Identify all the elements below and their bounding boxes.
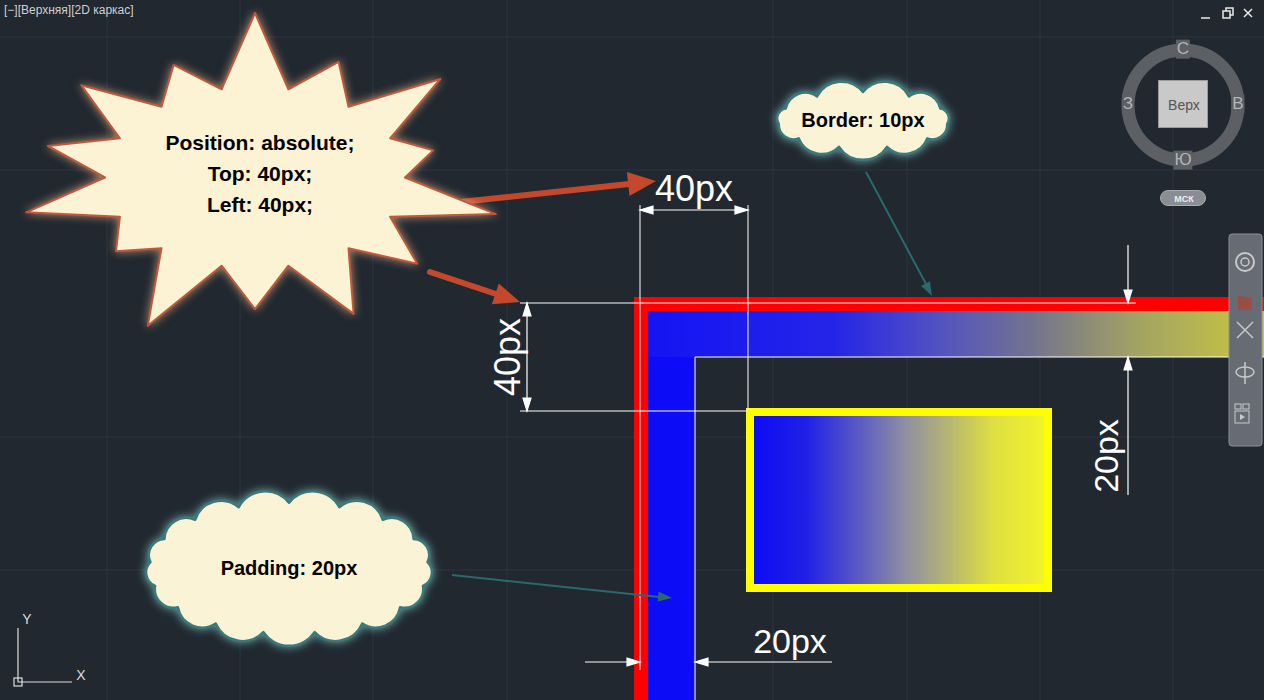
dimension-label: 20px	[753, 623, 827, 660]
dimension-arrow	[1124, 290, 1132, 303]
ucs-origin	[14, 678, 22, 686]
leader-line	[866, 172, 926, 284]
compass-letter: З	[1122, 95, 1134, 114]
leader-head	[658, 592, 672, 602]
extension-line	[520, 303, 1136, 304]
dimension-arrow	[1124, 357, 1132, 370]
star-pointers	[430, 172, 656, 304]
border-band	[634, 297, 1264, 700]
dimension-arrow	[627, 658, 640, 666]
viewcube-ring	[1128, 50, 1238, 160]
dimension-arrow	[695, 658, 708, 666]
star-shape	[26, 13, 496, 326]
extension-line	[640, 205, 641, 670]
toolbar-icon	[1238, 296, 1252, 310]
callout-text: Position: absolute;	[166, 127, 355, 158]
toolbar-panel	[1229, 234, 1262, 446]
text-group: Верх	[1168, 97, 1200, 113]
text-group: Padding: 20px	[221, 556, 358, 580]
close-icon	[1244, 9, 1252, 17]
toolbar-icon	[1240, 414, 1245, 420]
dimension-arrow	[523, 303, 531, 316]
callout-cloud: Border: 10px	[758, 72, 968, 168]
dimension-label: 40px	[488, 318, 528, 396]
dimension-label: 40px	[655, 169, 733, 209]
extension-line	[748, 205, 749, 410]
viewcube-face: Верх	[1158, 80, 1208, 128]
dimension-label: 20px	[1088, 419, 1125, 493]
cloud-shape	[146, 491, 432, 645]
extension-line	[520, 411, 746, 412]
toolbar-icon	[1243, 404, 1249, 409]
callout-text: Top: 40px;	[166, 158, 355, 189]
grid-line	[0, 37, 1264, 38]
ucs-icon	[14, 628, 72, 686]
pointer-arrow	[430, 272, 496, 294]
minimize-icon	[1201, 17, 1210, 19]
content-edge	[695, 357, 1264, 700]
ucs-menu-text: МСК	[1174, 194, 1194, 205]
extension-lines	[520, 205, 1136, 670]
window-buttons	[1201, 8, 1252, 18]
ucs-menu-pill: МСК	[1160, 190, 1206, 206]
text-group: МСК	[1174, 194, 1194, 205]
callout-star: Position: absolute;Top: 40px;Left: 40px;	[5, 10, 505, 345]
toolbar-icon	[1237, 322, 1253, 338]
padding-band	[648, 311, 1264, 357]
leader-line	[452, 575, 659, 597]
viewport-label: [−][Верхняя][2D каркас]	[4, 4, 134, 17]
ucs-axes	[18, 628, 72, 682]
grid-line	[0, 437, 1264, 438]
toolbar-icon	[1235, 411, 1249, 423]
callout-cloud: Padding: 20px	[130, 483, 448, 653]
callout-text: Padding: 20px	[221, 556, 358, 580]
pointer-head	[627, 172, 656, 196]
dimension-line	[640, 209, 748, 210]
compass-letter: С	[1176, 40, 1190, 59]
axis-label: X	[76, 668, 85, 683]
cloud-leaders	[452, 172, 932, 602]
toolbar-icon	[1241, 258, 1249, 266]
toolbar-icon	[1236, 253, 1254, 271]
toolbar-icon	[1244, 362, 1246, 384]
viewcube-text: Верх	[1168, 97, 1200, 113]
compass-letter: Ю	[1173, 151, 1192, 170]
text-group: Border: 10px	[801, 108, 924, 132]
callout-text: Border: 10px	[801, 108, 924, 132]
dimension-arrow	[735, 206, 748, 214]
positioned-box	[750, 412, 1048, 588]
cloud-shape	[777, 82, 949, 160]
callout-text: Left: 40px;	[166, 189, 355, 220]
axis-label: Y	[22, 612, 31, 627]
dimension-arrow	[523, 398, 531, 411]
restore-icon	[1223, 11, 1230, 18]
dimension-line	[1127, 357, 1128, 495]
navigation-bar	[1229, 234, 1262, 446]
restore-icon	[1226, 8, 1233, 15]
pointer-head	[492, 283, 520, 304]
dimension-lines	[523, 206, 1132, 666]
text-group: Position: absolute;Top: 40px;Left: 40px;	[166, 127, 355, 220]
toolbar-icon	[1235, 404, 1241, 409]
padding-band	[648, 357, 695, 700]
leader-head	[921, 281, 932, 296]
dimension-arrow	[640, 206, 653, 214]
dimension-line	[695, 661, 832, 662]
compass-letter: В	[1231, 95, 1244, 114]
